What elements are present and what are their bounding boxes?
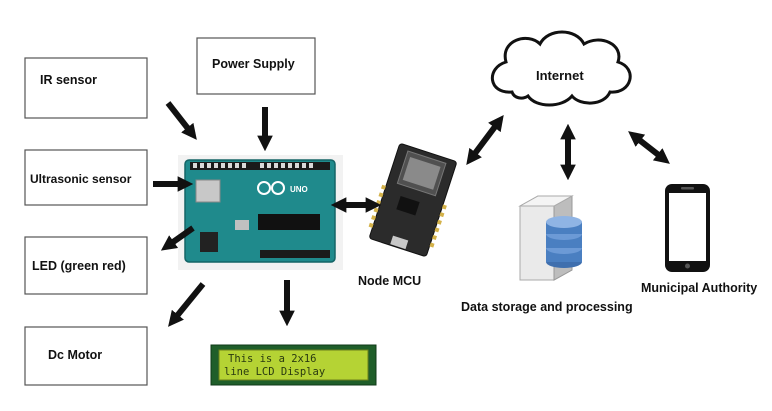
server-database-icon <box>518 195 582 281</box>
arduino-brand: UNO <box>290 185 308 194</box>
power-supply-box: Power Supply <box>196 37 316 95</box>
dc-motor-label: Dc Motor <box>48 348 102 362</box>
ultrasonic-sensor-label: Ultrasonic sensor <box>30 172 132 186</box>
arrow-arduino-to-motor <box>168 282 206 327</box>
arrow-ir-to-arduino <box>165 101 197 140</box>
internet-cloud-icon <box>490 30 632 107</box>
ir-sensor-box: IR sensor <box>24 57 148 119</box>
lcd-line-2: line LCD Display <box>224 366 325 378</box>
arduino-logo-icon <box>257 181 285 195</box>
municipal-authority-label: Municipal Authority <box>641 281 757 295</box>
atmega-chip <box>258 214 320 230</box>
led-label: LED (green red) <box>32 259 126 273</box>
arduino-uno-board: UNO <box>178 155 343 270</box>
ultrasonic-sensor-box: Ultrasonic sensor <box>24 149 148 206</box>
smartphone-icon <box>665 184 710 272</box>
node-mcu-label: Node MCU <box>358 274 421 288</box>
led-box: LED (green red) <box>24 236 148 295</box>
power-jack <box>200 232 218 252</box>
ir-sensor-label: IR sensor <box>40 73 97 87</box>
data-storage-label: Data storage and processing <box>461 300 633 314</box>
lcd-line-1: This is a 2x16 <box>228 353 317 365</box>
dc-motor-box: Dc Motor <box>24 326 148 386</box>
nodemcu-board <box>368 143 457 257</box>
arrow-internet-authority <box>628 131 670 164</box>
internet-label: Internet <box>536 68 584 83</box>
lcd-display: This is a 2x16 line LCD Display <box>210 344 377 386</box>
arrow-arduino-to-led <box>160 225 195 251</box>
power-supply-label: Power Supply <box>212 57 295 71</box>
usb-port <box>195 179 221 203</box>
arrow-nodemcu-internet <box>466 115 504 165</box>
